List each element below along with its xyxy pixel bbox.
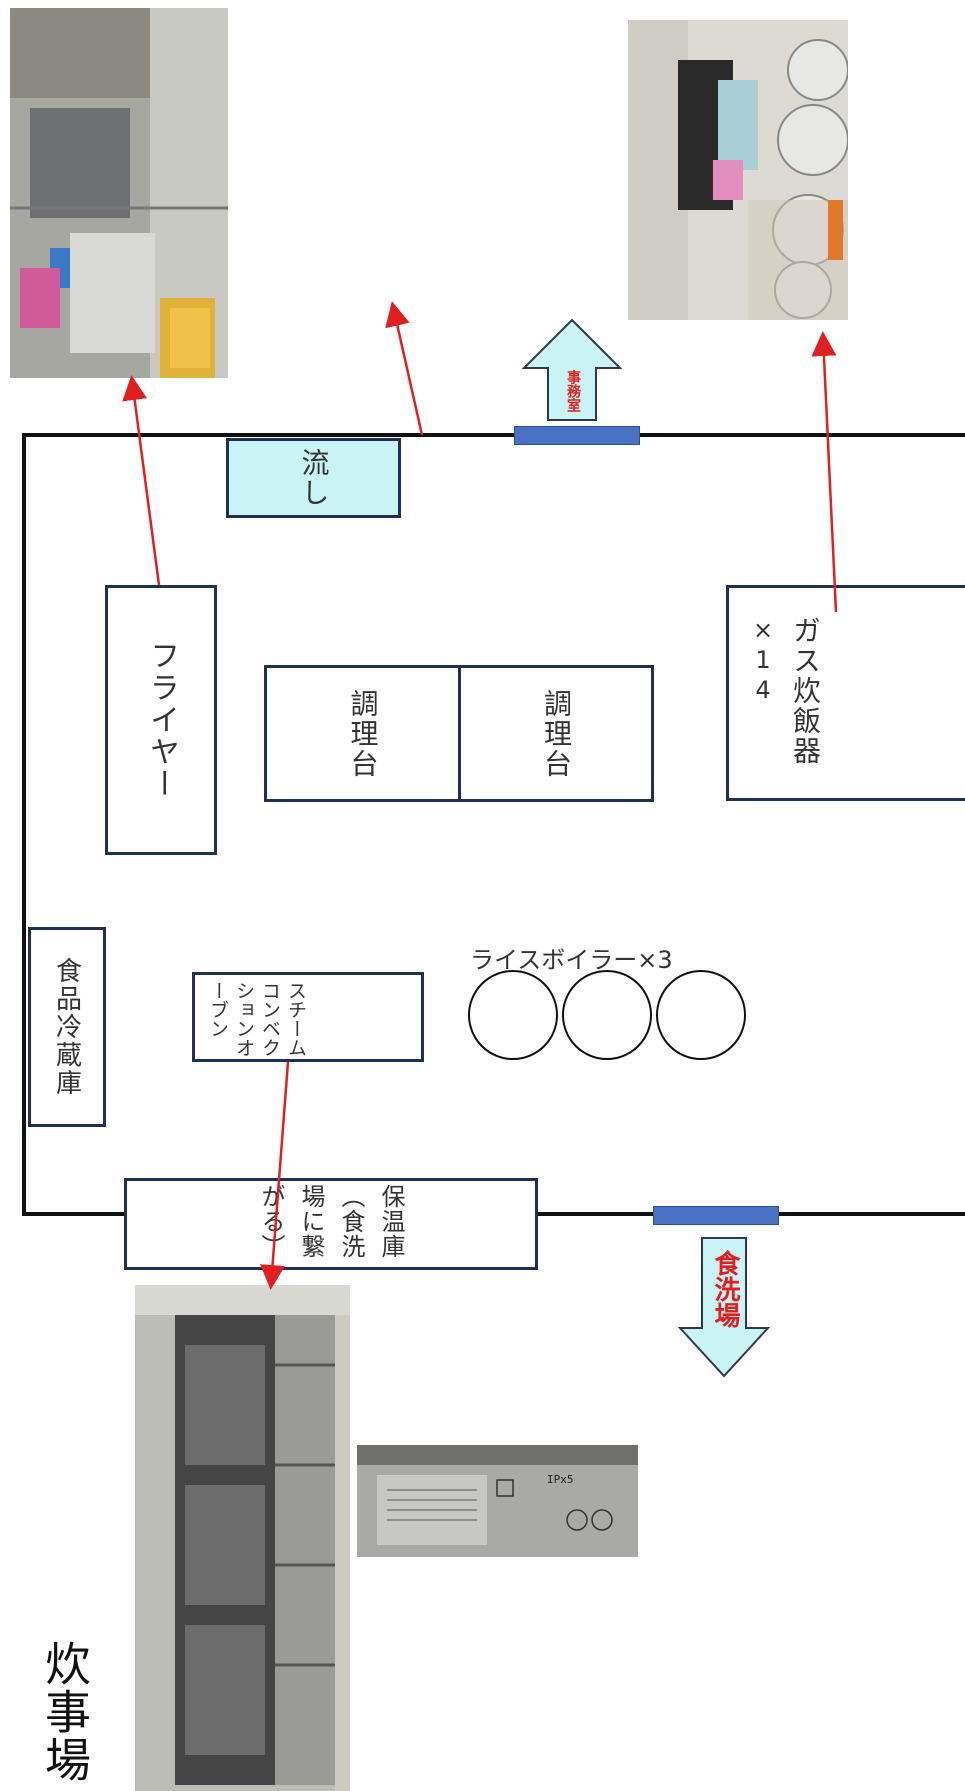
steam-oven-label: スチームコンベクションオーブン bbox=[207, 981, 307, 1057]
sink-label: 流し bbox=[297, 448, 331, 508]
prep-table-2-label: 調理台 bbox=[540, 688, 573, 779]
rice-cooker-photo bbox=[628, 20, 848, 320]
sink-pointer bbox=[385, 301, 424, 436]
rice-boiler-2 bbox=[562, 970, 652, 1060]
food-fridge-label: 食品冷蔵庫 bbox=[51, 957, 82, 1097]
fryer: フライヤー bbox=[105, 585, 217, 855]
door-dishwashing bbox=[653, 1206, 779, 1225]
prep-table-2: 調理台 bbox=[458, 665, 654, 802]
door-office bbox=[514, 426, 640, 445]
gas-rice-cooker: ガス炊飯器 ×14 bbox=[726, 585, 965, 801]
warmer: 保温庫（食洗場に繋がる） bbox=[124, 1178, 538, 1270]
rice-cooker-pointer bbox=[811, 331, 838, 613]
fryer-photo bbox=[10, 8, 228, 378]
wall-left bbox=[22, 433, 26, 1216]
rice-boiler-3 bbox=[656, 970, 746, 1060]
sink: 流し bbox=[226, 438, 401, 518]
page-title: 炊事場 bbox=[38, 1640, 92, 1784]
dishwashing-arrow bbox=[678, 1237, 770, 1378]
office-arrow-label: 事務室 bbox=[565, 370, 581, 412]
prep-table-1: 調理台 bbox=[264, 665, 461, 802]
gas-rice-cooker-label: ガス炊飯器 bbox=[789, 616, 822, 766]
steam-convection-oven: スチームコンベクションオーブン bbox=[192, 972, 424, 1062]
label-photo-text: IPx5 bbox=[547, 1473, 574, 1486]
label-photo: IPx5 bbox=[357, 1445, 638, 1557]
fryer-label: フライヤー bbox=[144, 640, 179, 800]
dishwashing-arrow-label: 食洗場 bbox=[710, 1250, 740, 1328]
fryer-pointer bbox=[122, 375, 161, 586]
steam-oven-photo bbox=[135, 1285, 350, 1791]
office-arrow bbox=[522, 318, 622, 421]
rice-boiler-label: ライスボイラー×3 bbox=[470, 946, 673, 974]
warmer-label: 保温庫（食洗場に繋がる） bbox=[257, 1184, 405, 1259]
gas-rice-cooker-count: ×14 bbox=[749, 616, 777, 706]
food-fridge: 食品冷蔵庫 bbox=[28, 927, 106, 1127]
wall-top bbox=[22, 433, 965, 437]
rice-boiler-1 bbox=[468, 970, 558, 1060]
prep-table-1-label: 調理台 bbox=[346, 688, 380, 779]
